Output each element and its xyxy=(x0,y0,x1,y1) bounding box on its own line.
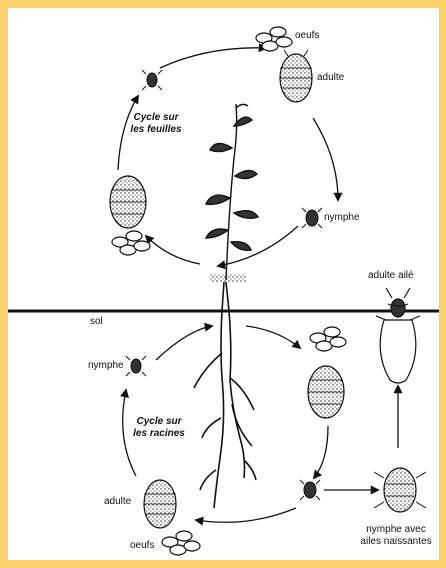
cycle-arrow-icon xyxy=(313,118,338,200)
nymph-aphid-icon xyxy=(374,468,426,512)
cycle-arrow-icon xyxy=(146,236,200,264)
cycle-arrow-icon xyxy=(156,326,212,360)
roots-icon xyxy=(194,282,256,508)
plant-icon xyxy=(206,104,258,282)
label-nymph-right-top: nymphe xyxy=(324,212,360,223)
nymph-aphid-icon xyxy=(142,70,162,90)
eggs-cluster-icon xyxy=(112,231,150,255)
nymph-aphid-icon xyxy=(302,208,322,228)
cycle-arrow-icon xyxy=(160,48,266,68)
winged-aphid-icon xyxy=(376,288,420,383)
adult-aphid-icon xyxy=(144,480,176,528)
label-eggs-bottom: oeufs xyxy=(130,540,154,551)
nymph-aphid-icon xyxy=(126,356,146,376)
label-nymph-wings: nymphe avec ailes naissantes xyxy=(354,524,438,548)
life-cycle-diagram xyxy=(8,8,439,560)
label-soil: sol xyxy=(90,316,103,327)
eggs-cluster-icon xyxy=(162,531,200,555)
label-nymph-left-bottom: nymphe xyxy=(88,360,124,371)
eggs-cluster-icon xyxy=(310,327,346,351)
nymph-aphid-icon xyxy=(300,480,320,500)
label-eggs-top: oeufs xyxy=(295,30,319,41)
cycle-arrow-icon xyxy=(246,326,300,348)
adult-aphid-icon xyxy=(110,176,146,228)
cycle-arrow-icon xyxy=(218,226,298,266)
label-adult-top: adulte xyxy=(317,72,344,83)
adult-aphid-icon xyxy=(280,50,312,102)
label-winged-adult: adulte ailé xyxy=(368,270,414,281)
label-adult-bottom: adulte xyxy=(104,496,131,507)
adult-aphid-icon xyxy=(308,366,344,418)
cycle-arrow-icon xyxy=(314,426,328,478)
label-nymph-wings-line1: nymphe avec xyxy=(366,524,425,535)
cycle-arrow-icon xyxy=(196,508,296,522)
label-nymph-wings-line2: ailes naissantes xyxy=(360,536,431,547)
